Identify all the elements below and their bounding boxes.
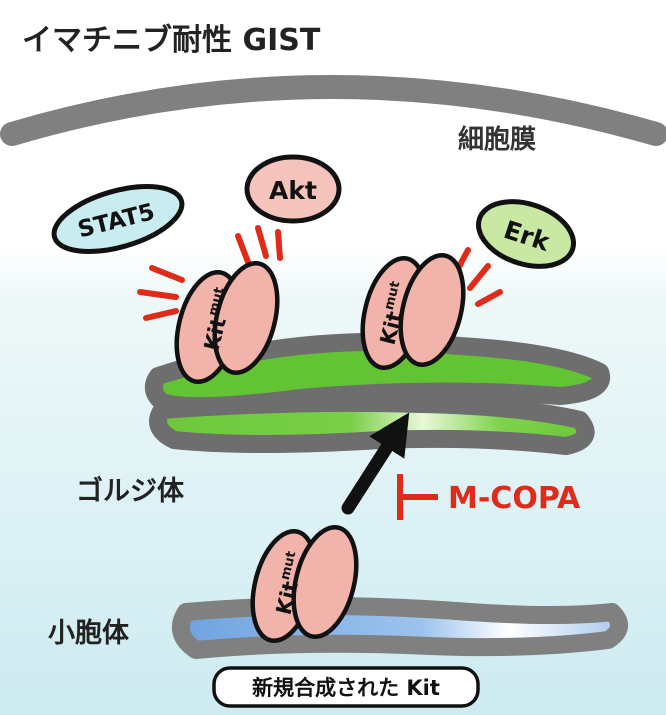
kit-receptor-golgi-left: Kit mut bbox=[174, 260, 280, 385]
vesicle-membrane bbox=[171, 597, 628, 659]
golgi-label: ゴルジ体 bbox=[76, 475, 185, 507]
akt-node: Akt bbox=[244, 154, 342, 224]
diagram-title: イマチニブ耐性 GIST bbox=[22, 23, 321, 58]
kit-receptor-vesicle: Kit mut bbox=[250, 524, 359, 644]
inhibitor-label: M-COPA bbox=[448, 481, 581, 516]
kit-superscript: mut bbox=[382, 280, 404, 312]
membrane-label: 細胞膜 bbox=[458, 124, 536, 155]
akt-label: Akt bbox=[269, 176, 317, 205]
new-kit-box: 新規合成された Kit bbox=[212, 666, 480, 708]
kit-superscript: mut bbox=[278, 550, 300, 582]
inhibitor-symbol bbox=[397, 474, 438, 520]
new-kit-label: 新規合成された Kit bbox=[252, 676, 440, 700]
transport-arrow bbox=[341, 412, 410, 515]
stat5-node: STAT5 bbox=[51, 184, 185, 254]
erk-node: Erk bbox=[475, 199, 577, 269]
cell-membrane bbox=[0, 75, 666, 146]
vesicle-label: 小胞体 bbox=[48, 618, 130, 649]
kit-receptor-golgi-right: Kit mut bbox=[360, 252, 466, 371]
kit-superscript: mut bbox=[206, 286, 228, 318]
